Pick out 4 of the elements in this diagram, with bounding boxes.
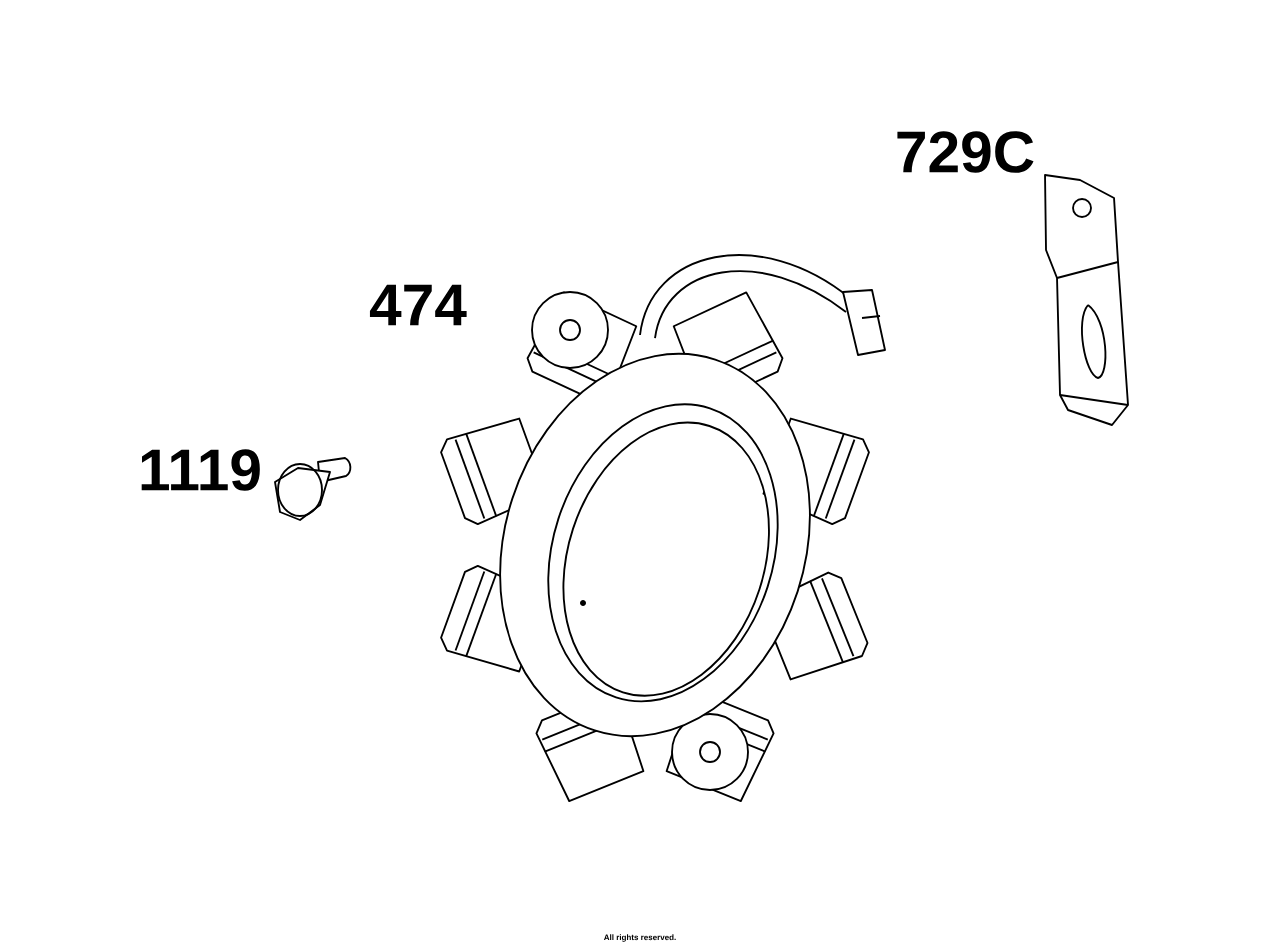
- callout-number: 1119: [141, 449, 260, 491]
- callout-number: 474: [369, 284, 467, 326]
- copyright-note: All rights reserved.: [604, 934, 676, 942]
- callout-number: 729C: [897, 131, 1034, 173]
